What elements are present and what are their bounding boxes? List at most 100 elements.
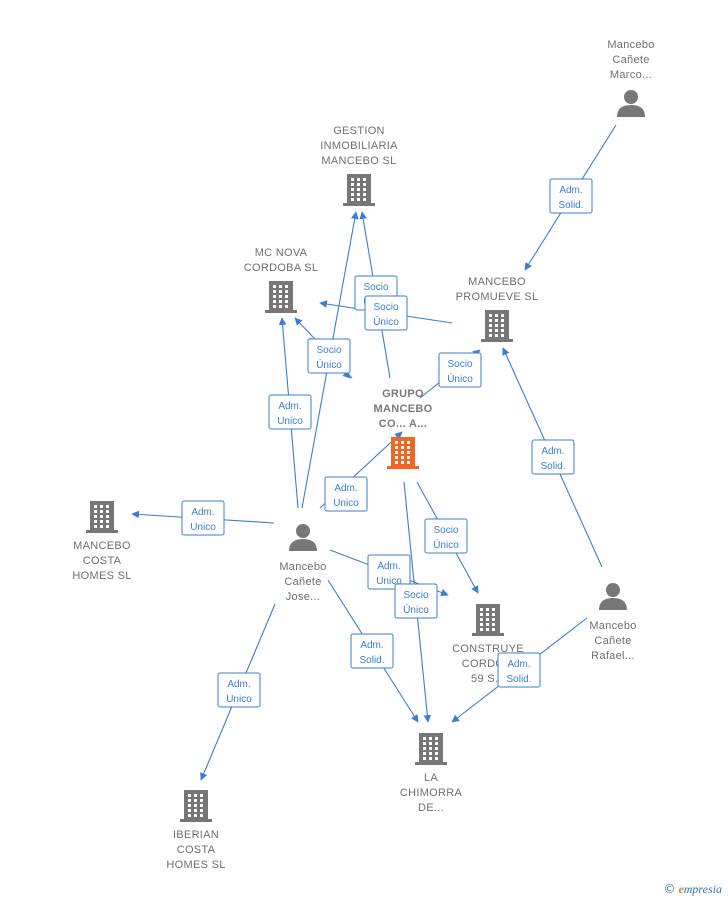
building-window bbox=[401, 451, 404, 454]
building-window bbox=[407, 461, 410, 464]
edge-label-text: Socio bbox=[403, 590, 428, 601]
building-window bbox=[357, 193, 360, 196]
edge-label-box bbox=[364, 295, 408, 331]
building-window bbox=[279, 305, 282, 308]
person-body bbox=[289, 539, 317, 551]
building-window bbox=[357, 183, 360, 186]
building-base bbox=[265, 310, 297, 313]
building-window bbox=[492, 618, 495, 621]
edge-label-text: Adm. bbox=[360, 640, 383, 651]
building-window bbox=[429, 742, 432, 745]
building-window bbox=[407, 451, 410, 454]
edge-label[interactable]: Adm.Solid. bbox=[531, 439, 575, 475]
edge-label[interactable]: Adm.Solid. bbox=[497, 652, 541, 688]
building-window bbox=[188, 814, 191, 817]
building-base bbox=[180, 819, 212, 822]
building-window bbox=[285, 300, 288, 303]
building-window bbox=[285, 290, 288, 293]
building-icon bbox=[343, 174, 375, 206]
building-window bbox=[495, 324, 498, 327]
building-window bbox=[94, 510, 97, 513]
building-window bbox=[200, 809, 203, 812]
building-window bbox=[94, 525, 97, 528]
node-label: MANCEBO bbox=[73, 540, 131, 552]
person-head bbox=[606, 583, 620, 597]
empresia-logo[interactable]: ©empresia bbox=[663, 882, 722, 897]
building-window bbox=[435, 752, 438, 755]
person-node-jose[interactable]: ManceboCañeteJose... bbox=[279, 524, 326, 603]
building-window bbox=[423, 752, 426, 755]
edge-label-text: Solid. bbox=[540, 461, 565, 472]
node-label: CORDOBA SL bbox=[244, 262, 319, 274]
node-label: DE... bbox=[418, 802, 444, 814]
edge-label-text: Único bbox=[447, 372, 473, 385]
building-window bbox=[486, 613, 489, 616]
building-window bbox=[285, 305, 288, 308]
building-window bbox=[194, 809, 197, 812]
node-label: GRUPO bbox=[382, 388, 424, 400]
edge-label[interactable]: Adm.Unico bbox=[181, 500, 225, 536]
node-label: CONSTRUYE bbox=[452, 643, 524, 655]
node-label: Rafael... bbox=[591, 650, 635, 662]
building-window bbox=[357, 198, 360, 201]
building-window bbox=[486, 623, 489, 626]
building-window bbox=[188, 809, 191, 812]
building-window bbox=[395, 461, 398, 464]
building-icon bbox=[180, 790, 212, 822]
building-window bbox=[435, 747, 438, 750]
building-window bbox=[188, 804, 191, 807]
person-icon bbox=[599, 583, 627, 610]
building-window bbox=[363, 188, 366, 191]
building-window bbox=[100, 510, 103, 513]
edge-label[interactable]: Adm.Unico bbox=[217, 672, 261, 708]
node-label: Cañete bbox=[612, 54, 649, 66]
company-node-chimorra[interactable]: LACHIMORRADE... bbox=[400, 733, 463, 814]
edge-label-text: Adm. bbox=[507, 659, 530, 670]
person-head bbox=[296, 524, 310, 538]
edge-label[interactable]: Adm.Unico bbox=[367, 554, 411, 590]
building-window bbox=[486, 618, 489, 621]
person-node-rafael[interactable]: ManceboCañeteRafael... bbox=[589, 583, 636, 662]
edge-label-box bbox=[324, 476, 368, 512]
edge-label-text: Único bbox=[433, 538, 459, 551]
building-window bbox=[489, 324, 492, 327]
building-window bbox=[200, 799, 203, 802]
node-label: INMOBILIARIA bbox=[320, 140, 398, 152]
building-base bbox=[86, 530, 118, 533]
building-base bbox=[481, 339, 513, 342]
person-node-marco[interactable]: ManceboCañeteMarco... bbox=[607, 39, 654, 117]
node-label: Cañete bbox=[594, 635, 631, 647]
edge-label[interactable]: Adm.Solid. bbox=[549, 178, 593, 214]
edge-label-text: Unico bbox=[376, 576, 402, 587]
building-window bbox=[351, 193, 354, 196]
building-window bbox=[363, 198, 366, 201]
building-window bbox=[407, 441, 410, 444]
building-window bbox=[401, 456, 404, 459]
edge-label[interactable]: Adm.Solid. bbox=[350, 633, 394, 669]
edge-label-box bbox=[438, 352, 482, 388]
building-window bbox=[351, 178, 354, 181]
building-window bbox=[200, 794, 203, 797]
building-window bbox=[194, 804, 197, 807]
node-label: Mancebo bbox=[589, 620, 636, 632]
node-label: Cañete bbox=[284, 576, 321, 588]
building-base bbox=[415, 762, 447, 765]
edge-label[interactable]: Adm.Unico bbox=[268, 394, 312, 430]
edge-label[interactable]: Adm.Unico bbox=[324, 476, 368, 512]
node-label: LA bbox=[424, 772, 438, 784]
building-window bbox=[486, 608, 489, 611]
building-window bbox=[480, 608, 483, 611]
building-window bbox=[480, 618, 483, 621]
